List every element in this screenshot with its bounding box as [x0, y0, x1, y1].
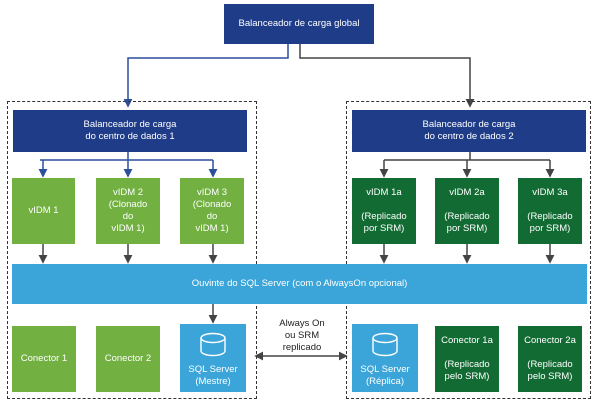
data-center-2-container [346, 101, 591, 399]
database-icon [372, 332, 398, 357]
dc2-load-balancer: Balanceador de carga do centro de dados … [352, 110, 586, 152]
vidm-node-3a: vIDM 3a (Replicado por SRM) [518, 178, 582, 244]
connector-2: Conector 2 [96, 326, 160, 392]
sql-server-replica: SQL Server (Réplica) [352, 324, 418, 392]
data-center-1-container [7, 101, 257, 399]
vidm-node-2a: vIDM 2a (Replicado por SRM) [435, 178, 499, 244]
connector-1a: Conector 1a (Replicado pelo SRM) [435, 326, 499, 392]
sql-server-listener: Ouvinte do SQL Server (com o AlwaysOn op… [12, 264, 587, 304]
vidm-node-1a: vIDM 1a (Replicado por SRM) [352, 178, 416, 244]
global-load-balancer: Balanceador de carga global [224, 4, 374, 44]
vidm-node-1: vIDM 1 [12, 178, 75, 244]
replication-label: Always On ou SRM replicado [279, 318, 325, 353]
sql-server-master-label: SQL Server (Mestre) [188, 364, 238, 387]
vidm-node-2: vIDM 2 (Clonado do vIDM 1) [96, 178, 160, 244]
sql-server-replica-label: SQL Server (Réplica) [360, 364, 410, 387]
arrow-global-to-dc1 [123, 42, 289, 108]
connector-1: Conector 1 [12, 326, 76, 392]
dc1-load-balancer: Balanceador de carga do centro de dados … [13, 110, 247, 152]
database-icon [200, 332, 226, 357]
vidm-node-3: vIDM 3 (Clonado do vIDM 1) [180, 178, 244, 244]
arrow-global-to-dc2 [299, 42, 475, 108]
sql-server-master: SQL Server (Mestre) [180, 324, 246, 392]
connector-2a: Conector 2a (Replicado pelo SRM) [518, 326, 582, 392]
